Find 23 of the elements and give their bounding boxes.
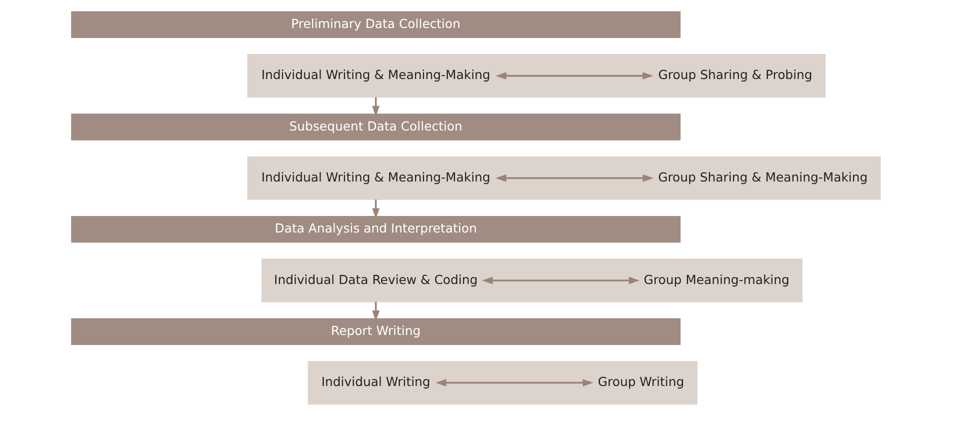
arrow <box>496 174 654 182</box>
node-text: Individual Data Review & Coding <box>274 272 478 287</box>
node-box: Subsequent Data Collection <box>71 114 681 140</box>
node-text: Group Writing <box>598 374 684 390</box>
arrow <box>372 302 380 322</box>
arrow <box>372 200 380 219</box>
node-box: Report Writing <box>71 318 681 345</box>
cluster <box>247 156 881 200</box>
cluster <box>247 54 826 98</box>
node-box: Preliminary Data Collection <box>71 11 681 38</box>
node-text: Individual Writing & Meaning-Making <box>261 67 490 82</box>
node-box: Data Analysis and Interpretation <box>71 216 681 243</box>
node-text: Individual Writing & Meaning-Making <box>261 169 490 184</box>
arrow <box>436 379 594 387</box>
node-text: Group Sharing & Meaning-Making <box>658 169 868 184</box>
node-text: Individual Writing <box>321 374 430 390</box>
node-text: Group Meaning-making <box>644 272 790 287</box>
node-text: Group Sharing & Probing <box>658 67 812 82</box>
arrow <box>496 72 654 80</box>
arrow <box>482 276 640 284</box>
cluster <box>308 360 698 405</box>
cluster <box>262 258 802 302</box>
arrow <box>372 97 380 117</box>
